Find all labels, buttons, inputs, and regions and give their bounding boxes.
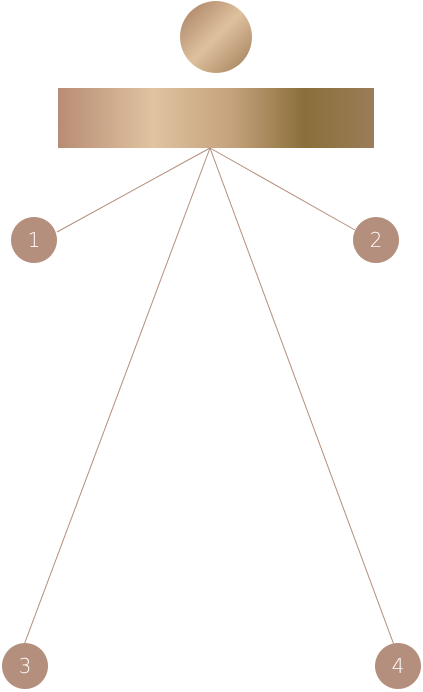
node-1-circle [11,217,57,263]
connectors [23,147,395,646]
node-3-label: 3 [19,654,32,678]
connector-to-node-1 [56,147,211,233]
node-2: 2 [353,217,399,263]
node-4-label: 4 [392,654,405,678]
node-4: 4 [375,643,421,689]
connector-to-node-3 [23,147,211,646]
node-2-circle [353,217,399,263]
node-2-label: 2 [370,228,383,252]
node-1: 1 [11,217,57,263]
node-3: 3 [2,643,48,689]
node-4-circle [375,643,421,689]
connector-to-node-2 [209,147,356,231]
connector-to-node-4 [209,147,395,646]
node-1-label: 1 [28,228,41,252]
node-3-circle [2,643,48,689]
gradient-circle-icon [180,1,252,73]
gradient-bar-icon [58,88,374,148]
